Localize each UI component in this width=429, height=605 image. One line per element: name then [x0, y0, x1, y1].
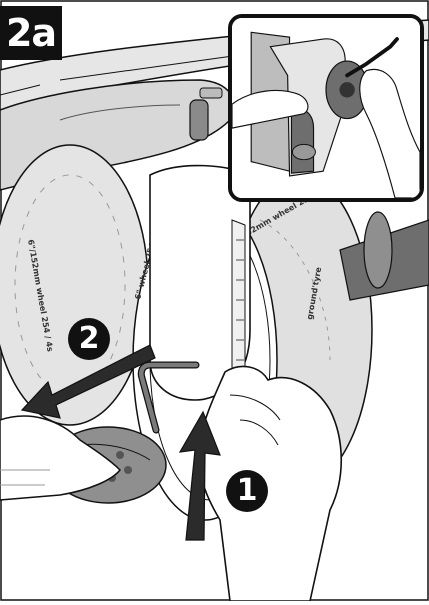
left-rear-wheel: [0, 145, 148, 425]
inset-illustration: [232, 18, 420, 198]
knob-dot: [116, 451, 124, 459]
shaft-collar: [364, 212, 392, 288]
knob-dot: [124, 466, 132, 474]
callout-2: 2: [68, 318, 110, 360]
detail-inset: [228, 14, 424, 202]
inset-knob-center: [339, 82, 354, 97]
adjustment-peg: [190, 100, 208, 140]
step-label: 2a: [0, 6, 62, 60]
inset-hole: [292, 144, 315, 159]
callout-1: 1: [226, 470, 268, 512]
peg-cap: [200, 88, 222, 98]
inset-slot: [291, 108, 313, 173]
bracket-rib: [232, 220, 245, 375]
